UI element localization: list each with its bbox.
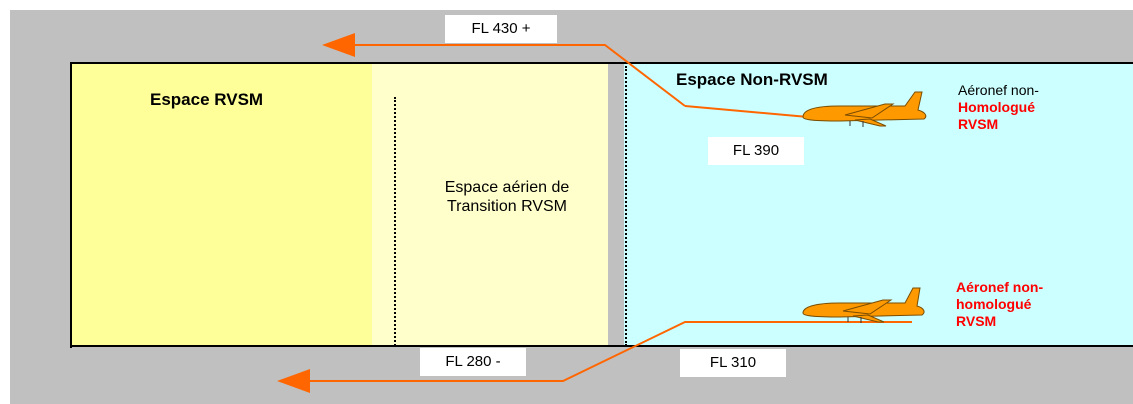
top-flight-path — [355, 45, 808, 117]
bottom-arrow-head-icon — [277, 369, 310, 393]
airplane-top-icon — [803, 92, 926, 127]
airplane-bottom-icon — [803, 288, 924, 323]
fl310-label: FL 310 — [680, 349, 786, 377]
bottom-flight-path — [310, 322, 912, 381]
fl430-label: FL 430 + — [445, 15, 557, 43]
top-arrow-head-icon — [322, 33, 355, 57]
bottom-path-line — [310, 322, 912, 381]
fl390-label: FL 390 — [708, 137, 804, 165]
top-path-line — [355, 45, 685, 106]
fl280-label: FL 280 - — [420, 348, 526, 376]
top-aircraft-line — [685, 106, 808, 117]
